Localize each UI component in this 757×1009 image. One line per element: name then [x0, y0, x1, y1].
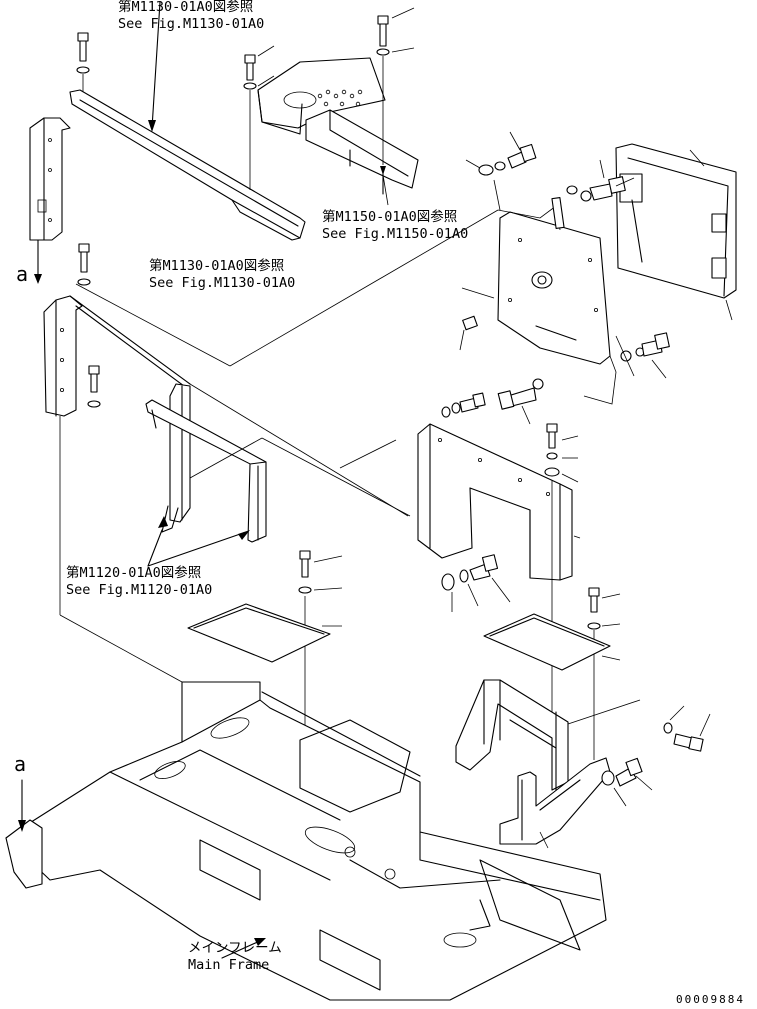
bolt-washer-set-center	[441, 554, 499, 591]
ref-m1120-jp: 第M1120-01A0図参照	[66, 565, 202, 581]
nut-left	[462, 315, 478, 331]
top-rail-bracket	[69, 89, 306, 241]
main-frame-left-end	[5, 819, 43, 889]
bolt-washer-set-shield	[441, 392, 486, 418]
bolt-top-center	[243, 54, 257, 90]
bolt-right	[587, 587, 601, 630]
bolt-washer-set-lower-right	[620, 332, 670, 362]
bolt-center	[298, 550, 312, 594]
left-tall-bracket	[43, 295, 191, 417]
ref-m1130-top-en: See Fig.M1130-01A0	[118, 16, 265, 32]
door-panel	[615, 143, 737, 299]
upright-frame-left	[169, 383, 191, 523]
bolt-mid-right	[544, 423, 560, 477]
floor-plate-right	[483, 613, 611, 671]
ref-m1120-en: See Fig.M1120-01A0	[66, 582, 213, 598]
arrow-a-top-head	[34, 274, 42, 284]
bolt-washer-set-upper	[478, 143, 537, 176]
connector-label-a-top: a	[16, 262, 29, 286]
lower-right-bracket	[499, 757, 611, 845]
cover-plate	[497, 211, 611, 365]
main-frame-label-en: Main Frame	[188, 957, 270, 973]
connector-label-a-bottom: a	[14, 752, 27, 776]
ref-m1130-top-jp: 第M1130-01A0図参照	[118, 0, 254, 15]
arrow-a-bottom-head	[18, 820, 26, 832]
ref-m1130-mid-jp: 第M1130-01A0図参照	[149, 258, 285, 274]
support-rail	[305, 109, 419, 189]
main-frame-leader	[221, 939, 263, 959]
ref-m1150-en: See Fig.M1150-01A0	[322, 226, 469, 242]
bolt-top-right-upper	[376, 15, 390, 56]
main-frame-label-jp: メインフレーム	[188, 940, 282, 956]
folded-shield-plate	[417, 423, 573, 581]
bolt-a-long	[497, 378, 544, 410]
ref-m1150-jp: 第M1150-01A0図参照	[322, 209, 458, 225]
bolt-washer-set-right	[566, 176, 626, 202]
bolt-top-left	[76, 32, 90, 74]
bolt-mid-left-top	[77, 243, 91, 286]
bolt-washer-lower-right	[601, 757, 643, 787]
stand-bracket	[455, 679, 569, 791]
floor-plate-center	[187, 603, 331, 663]
bolt-mid-left-lower	[87, 365, 101, 408]
drawing-number: 00009884	[676, 993, 745, 1006]
ref-m1130-mid-en: See Fig.M1130-01A0	[149, 275, 296, 291]
top-center-cover	[257, 57, 386, 135]
main-frame	[5, 681, 607, 1001]
left-upright-bracket	[29, 117, 71, 241]
bolt-washer-far-right	[663, 722, 704, 752]
